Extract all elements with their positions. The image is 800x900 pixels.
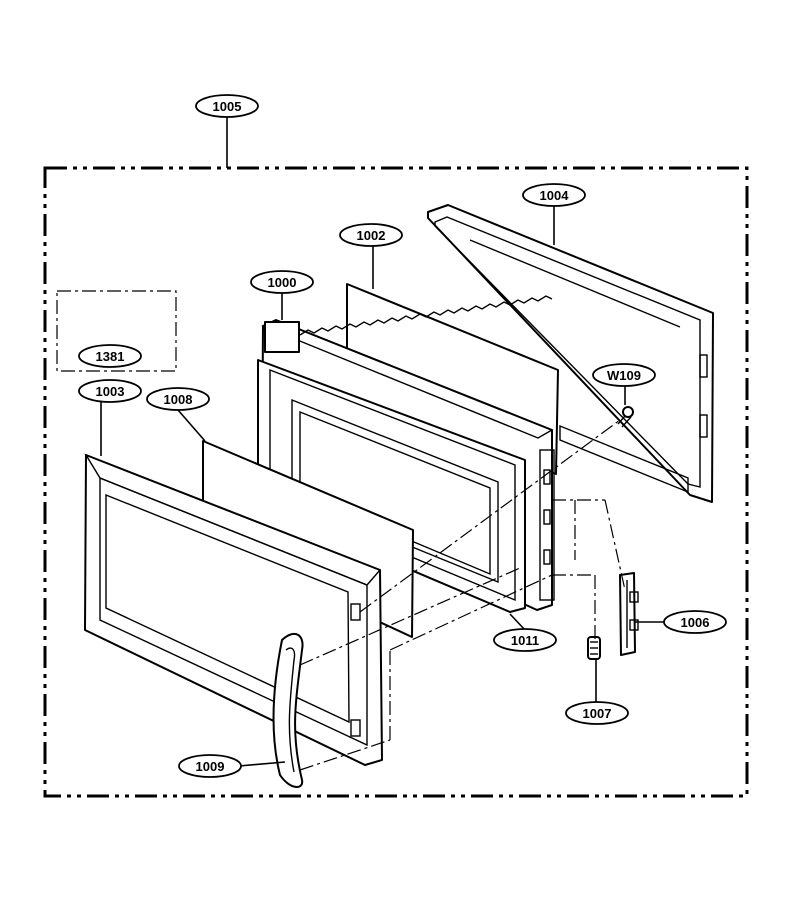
- part-1009-door-handle: [272, 632, 304, 788]
- svg-text:1005: 1005: [213, 99, 242, 114]
- svg-text:1000: 1000: [268, 275, 297, 290]
- svg-text:1006: 1006: [681, 615, 710, 630]
- callout-1002: 1002: [339, 223, 403, 247]
- optional-part-boundary-1381: [56, 290, 177, 372]
- svg-text:1011: 1011: [511, 633, 539, 648]
- svg-text:1002: 1002: [357, 228, 386, 243]
- callout-1005: 1005: [195, 94, 259, 118]
- callout-1008: 1008: [146, 387, 210, 411]
- callout-1007: 1007: [565, 701, 629, 725]
- part-1003-outer-door: [84, 453, 383, 766]
- callout-1004: 1004: [522, 183, 586, 207]
- leader-lines: [100, 117, 667, 767]
- svg-text:1008: 1008: [164, 392, 193, 407]
- callout-1003: 1003: [78, 379, 142, 403]
- callout-1381: 1381: [78, 344, 142, 368]
- part-1011-inner-door-panel: [257, 359, 526, 613]
- svg-text:1009: 1009: [196, 759, 225, 774]
- callout-1009: 1009: [178, 754, 242, 778]
- part-W109-screw: [617, 406, 634, 428]
- assembly-boundary-1005: [43, 166, 749, 798]
- callout-W109: W109: [592, 363, 656, 387]
- part-1004-choke-frame: [427, 204, 714, 503]
- assembly-guide-lines: [299, 419, 626, 771]
- svg-text:1007: 1007: [583, 706, 612, 721]
- svg-text:W109: W109: [607, 368, 641, 383]
- callout-1000: 1000: [250, 270, 314, 294]
- svg-text:1004: 1004: [540, 188, 570, 203]
- part-1006-latch-lever: [619, 572, 639, 656]
- callout-1006: 1006: [663, 610, 727, 634]
- svg-text:1381: 1381: [96, 349, 125, 364]
- callout-1011: 1011: [493, 628, 557, 652]
- part-1007-spring: [587, 636, 601, 660]
- svg-text:1003: 1003: [96, 384, 125, 399]
